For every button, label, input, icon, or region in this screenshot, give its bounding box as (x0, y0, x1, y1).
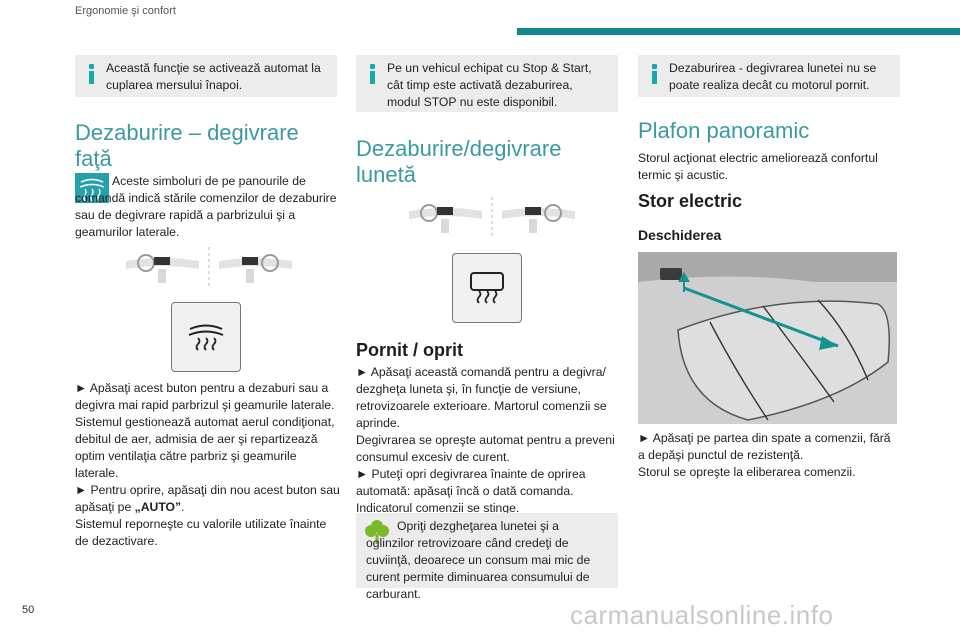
info-note: Dezaburirea - degivrarea lunetei nu se p… (638, 55, 900, 97)
front-defrost-button[interactable] (171, 302, 241, 372)
info-icon (368, 64, 376, 86)
paragraph: Degivrarea se opreşte automat pentru a p… (356, 433, 615, 464)
header-accent-bar (517, 28, 960, 35)
info-note: Pe un vehicul echipat cu Stop & Start, c… (356, 55, 618, 112)
info-icon (650, 64, 658, 86)
page-number: 50 (22, 604, 35, 616)
subsection-title: Stor electric (638, 191, 743, 211)
paragraph: Indicatorul comenzii se stinge. (356, 501, 520, 515)
subsection-title: Pornit / oprit (356, 340, 463, 360)
section-title: Dezaburire – degivrare faţă (75, 120, 299, 171)
paragraph: Sistemul reporneşte cu valorile utilizat… (75, 517, 327, 548)
rear-defrost-icon (470, 272, 504, 304)
paragraph: ► Apăsaţi acest buton pentru a dezaburi … (75, 381, 335, 412)
info-note-text: Această funcţie se activează automat la … (106, 61, 321, 92)
running-header: Ergonomie şi confort (75, 5, 176, 17)
paragraph: Storul se opreşte la eliberarea comenzii… (638, 465, 856, 479)
body-text: ► Apăsaţi pe partea din spate a comenzii… (638, 430, 900, 481)
subsection-heading: Deschiderea (638, 227, 722, 243)
section-title: Dezaburire/degivrare lunetă (356, 136, 562, 187)
watermark: carmanualsonline.info (570, 600, 834, 630)
intro-text: Storul acţionat electric ameliorează con… (638, 151, 878, 182)
paragraph: ► Pentru oprire, apăsaţi din nou acest b… (75, 483, 340, 514)
section-title: Plafon panoramic (638, 118, 810, 143)
sunblind-control-photo (638, 252, 897, 424)
front-defrost-icon (188, 324, 224, 351)
info-note: Această funcţie se activează automat la … (75, 55, 337, 97)
front-defrost-icon (75, 173, 109, 203)
info-note-text: Dezaburirea - degivrarea lunetei nu se p… (669, 61, 877, 92)
body-text: ► Apăsaţi această comandă pentru a degiv… (356, 364, 621, 517)
eco-note-text: Opriţi dezgheţarea lunetei şi a oglinzil… (366, 519, 591, 601)
info-icon (87, 64, 95, 86)
intro-text: Aceste simboluri de pe panourile de coma… (75, 174, 337, 239)
paragraph: ► Apăsaţi pe partea din spate a comenzii… (638, 431, 891, 462)
eco-note: Opriţi dezgheţarea lunetei şi a oglinzil… (356, 513, 618, 601)
rear-defrost-button[interactable] (452, 253, 522, 323)
info-note-text: Pe un vehicul echipat cu Stop & Start, c… (387, 61, 592, 109)
dashboard-location-diagram (409, 197, 575, 239)
paragraph: ► Apăsaţi această comandă pentru a degiv… (356, 365, 607, 430)
paragraph: Sistemul gestionează automat aerul condi… (75, 415, 335, 480)
dashboard-location-diagram (126, 247, 292, 289)
eco-tree-icon (365, 520, 389, 544)
body-text: ► Apăsaţi acest buton pentru a dezaburi … (75, 380, 340, 550)
paragraph: ► Puteţi opri degivrarea înainte de opri… (356, 467, 586, 498)
